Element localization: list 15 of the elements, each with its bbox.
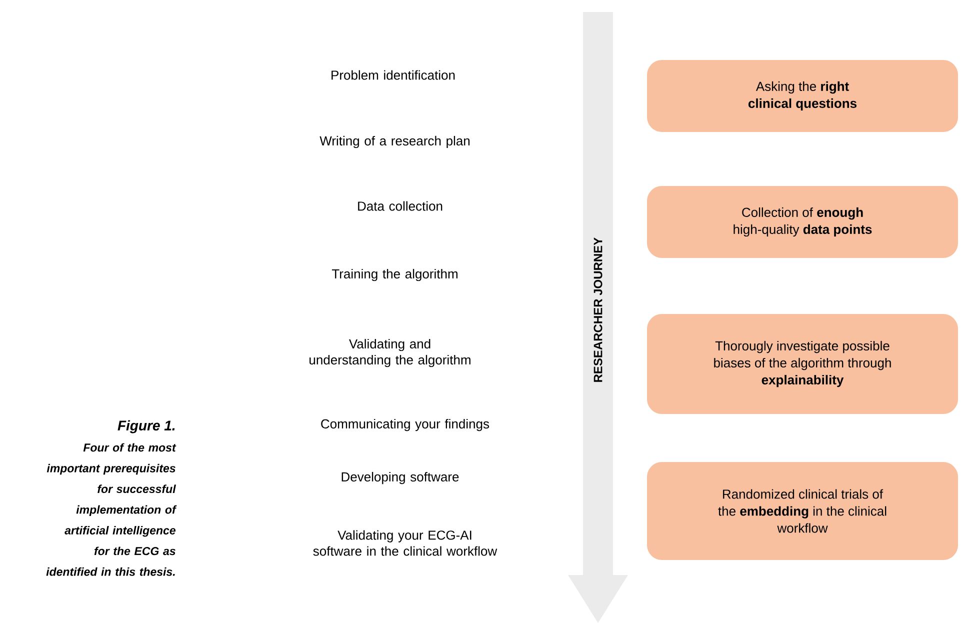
step-label: Training the algorithm xyxy=(332,268,458,282)
step-label: Validating and understanding the algorithm xyxy=(310,338,470,368)
figure-title: Figure 1. xyxy=(118,420,175,434)
step-label: Problem identification xyxy=(332,70,455,80)
step-label: Writing of a research plan xyxy=(320,136,470,148)
prerequisite-box: Randomized clinical trials of the embedding in the clinical workflow xyxy=(647,462,958,560)
prerequisite-box: Thorougly investigate possible biases of the algorithm through explainability xyxy=(647,314,958,414)
step-label: Developing software xyxy=(342,472,459,484)
arrow-label: RESEARCHER JOURNEY xyxy=(594,238,602,382)
step-label: Validating your ECG-AI software in the clinical workflow xyxy=(313,530,498,556)
step-label: Data collection xyxy=(358,201,442,211)
figure-caption: Four of the most important prerequisites for successful implementation of artificial intelligence for the ECG as identified in this thesis. xyxy=(46,443,177,576)
prerequisite-box: Collection of enough high-quality data points xyxy=(647,186,958,258)
prerequisite-box: Asking the right clinical questions xyxy=(647,60,958,132)
step-label: Communicating your findings xyxy=(321,418,490,432)
